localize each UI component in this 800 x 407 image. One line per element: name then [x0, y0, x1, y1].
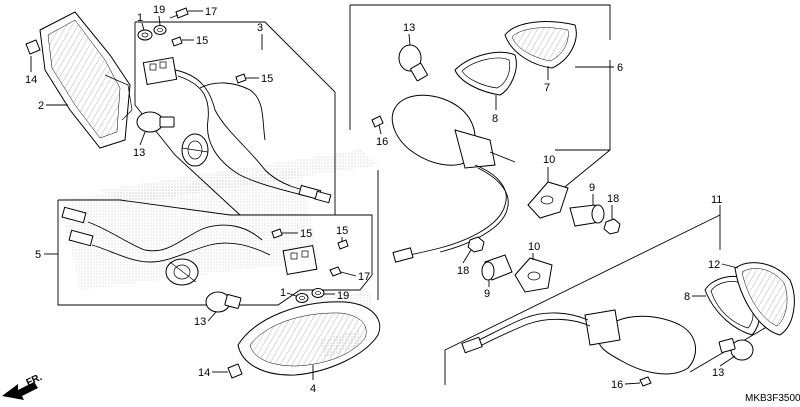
callout-10-mid: 10	[528, 241, 540, 253]
connector-block-lower	[282, 244, 318, 276]
lens-12	[734, 262, 795, 336]
screw-17-upper	[169, 7, 189, 19]
screw-15-upper-b	[235, 73, 247, 84]
bulb-socket-upper	[181, 133, 209, 167]
callout-14-upper: 14	[25, 74, 37, 86]
callout-3: 3	[257, 22, 263, 34]
rear-signal-wire-top	[394, 164, 507, 259]
nut-18-top	[603, 218, 621, 235]
connector-block-upper	[142, 56, 178, 86]
nut-18-mid	[467, 236, 485, 253]
lens-7	[504, 21, 577, 69]
callout-12: 12	[708, 259, 720, 271]
drawing-code: MKB3F3500	[745, 393, 800, 404]
direction-label: FR.	[25, 372, 44, 389]
rubber-mount-10-mid	[514, 257, 553, 293]
screw-17-lower	[329, 266, 342, 277]
shade-band-lower	[60, 170, 320, 290]
callout-17-lower: 17	[358, 271, 370, 283]
callout-15-upper-b: 15	[261, 73, 273, 85]
harness-wire-upper	[174, 69, 326, 196]
callout-10-top: 10	[543, 154, 555, 166]
callout-6: 6	[617, 62, 623, 74]
callout-18-top: 18	[607, 193, 619, 205]
front-lens-lower	[237, 301, 381, 376]
callout-13-lower-left: 13	[194, 316, 206, 328]
callout-11: 11	[711, 194, 722, 206]
callout-13-upper-a: 13	[133, 147, 145, 159]
wire-connector-end-top	[392, 247, 414, 263]
rubber-mount-10-top	[527, 181, 569, 219]
callout-19-lower: 19	[337, 290, 349, 302]
screw-15-lower-a	[271, 228, 283, 239]
callout-8-bottom: 8	[684, 291, 690, 303]
group-5-frame	[57, 199, 373, 306]
callout-13-top: 13	[403, 22, 415, 34]
harness-wire-lower	[87, 221, 263, 252]
callout-16-top: 16	[376, 136, 388, 148]
harness-wire-upper-2	[177, 75, 323, 201]
callout-4: 4	[310, 383, 316, 395]
grommet-14-upper	[25, 39, 41, 55]
callout-1-lower: 1	[280, 287, 286, 299]
front-direction-arrow-icon	[2, 382, 38, 400]
callout-17-upper: 17	[205, 6, 217, 18]
washer-1-lower	[295, 293, 309, 303]
callout-18-mid: 18	[457, 265, 469, 277]
callout-9-top: 9	[589, 182, 595, 194]
callout-7: 7	[544, 82, 550, 94]
group-6-frame	[350, 4, 611, 40]
washer-1-upper	[137, 29, 153, 41]
callout-8-top: 8	[492, 113, 498, 125]
callout-15-lower-a: 15	[300, 228, 312, 240]
callout-9-mid: 9	[484, 288, 490, 300]
callout-15-lower-b: 15	[336, 225, 348, 237]
grommet-14-lower	[227, 363, 243, 379]
callout-16-bottom: 16	[611, 379, 623, 391]
screw-16-bottom	[639, 376, 652, 387]
bulb-socket-lower	[165, 258, 199, 286]
callout-15-upper-a: 15	[196, 35, 208, 47]
callout-14-lower: 14	[198, 367, 210, 379]
collar-9-mid	[481, 254, 513, 281]
rear-signal-wire-bottom	[474, 312, 589, 343]
gasket-8-top	[454, 51, 517, 96]
collar-9-top	[569, 204, 605, 227]
bulb-13-upper	[136, 111, 175, 133]
washer-19-lower	[311, 288, 325, 298]
bulb-13-lower-left	[205, 291, 242, 313]
wire-connector-end-lower	[61, 206, 94, 247]
front-lens-left	[39, 11, 133, 149]
rear-signal-housing-bottom	[584, 309, 696, 375]
callout-13-lower-right: 13	[712, 367, 724, 379]
screw-15-upper-a	[171, 36, 183, 47]
callout-2: 2	[38, 100, 44, 112]
wire-connector-end-upper	[298, 184, 332, 204]
washer-19-upper	[153, 25, 167, 35]
callout-19-upper: 19	[153, 4, 165, 16]
screw-15-lower-b	[337, 239, 349, 250]
callout-5: 5	[35, 249, 41, 261]
wire-connector-end-bottom	[461, 336, 483, 354]
rear-signal-housing-top	[391, 94, 516, 169]
callout-1-upper: 1	[137, 12, 143, 24]
bulb-13-lower-right	[718, 338, 754, 361]
screw-16-top	[371, 115, 384, 128]
bulb-13-top	[398, 44, 428, 82]
